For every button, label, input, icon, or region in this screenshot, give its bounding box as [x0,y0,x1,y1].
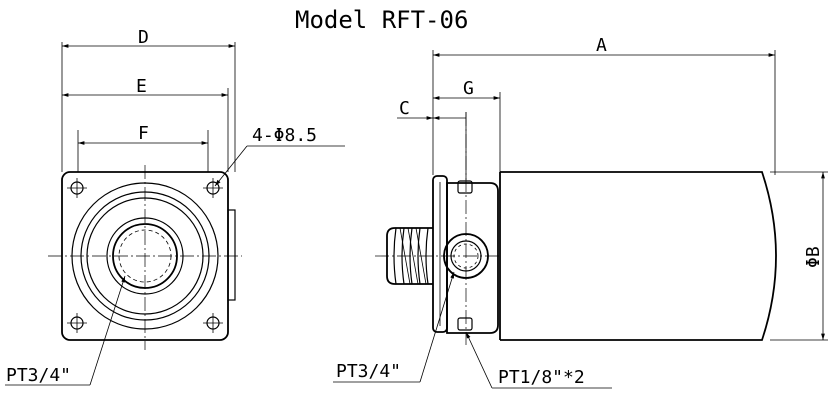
vent-label: PT1/8"*2 [498,367,585,388]
valve-head [446,182,499,334]
vent-bottom [457,317,473,331]
front-port-label: PT3/4" [6,365,71,386]
dim-label-g: G [463,78,474,99]
dim-label-b: ΦB [803,246,824,268]
hole-note: 4-Φ8.5 [252,125,317,146]
dim-label-c: C [399,98,410,119]
dim-label-f: F [138,123,149,144]
side-view: A G C ΦB [333,35,828,389]
side-port-label: PT3/4" [336,361,401,382]
body-edge [227,209,236,301]
vent-top [457,180,473,194]
dim-label-d: D [138,27,149,48]
dim-label-a: A [596,35,607,56]
flange-side [432,175,448,333]
front-view: D E F 4-Φ8.5 [5,27,345,386]
drawing-title: Model RFT-06 [295,6,468,34]
dim-label-e: E [136,76,147,97]
cylinder-body [500,171,777,341]
